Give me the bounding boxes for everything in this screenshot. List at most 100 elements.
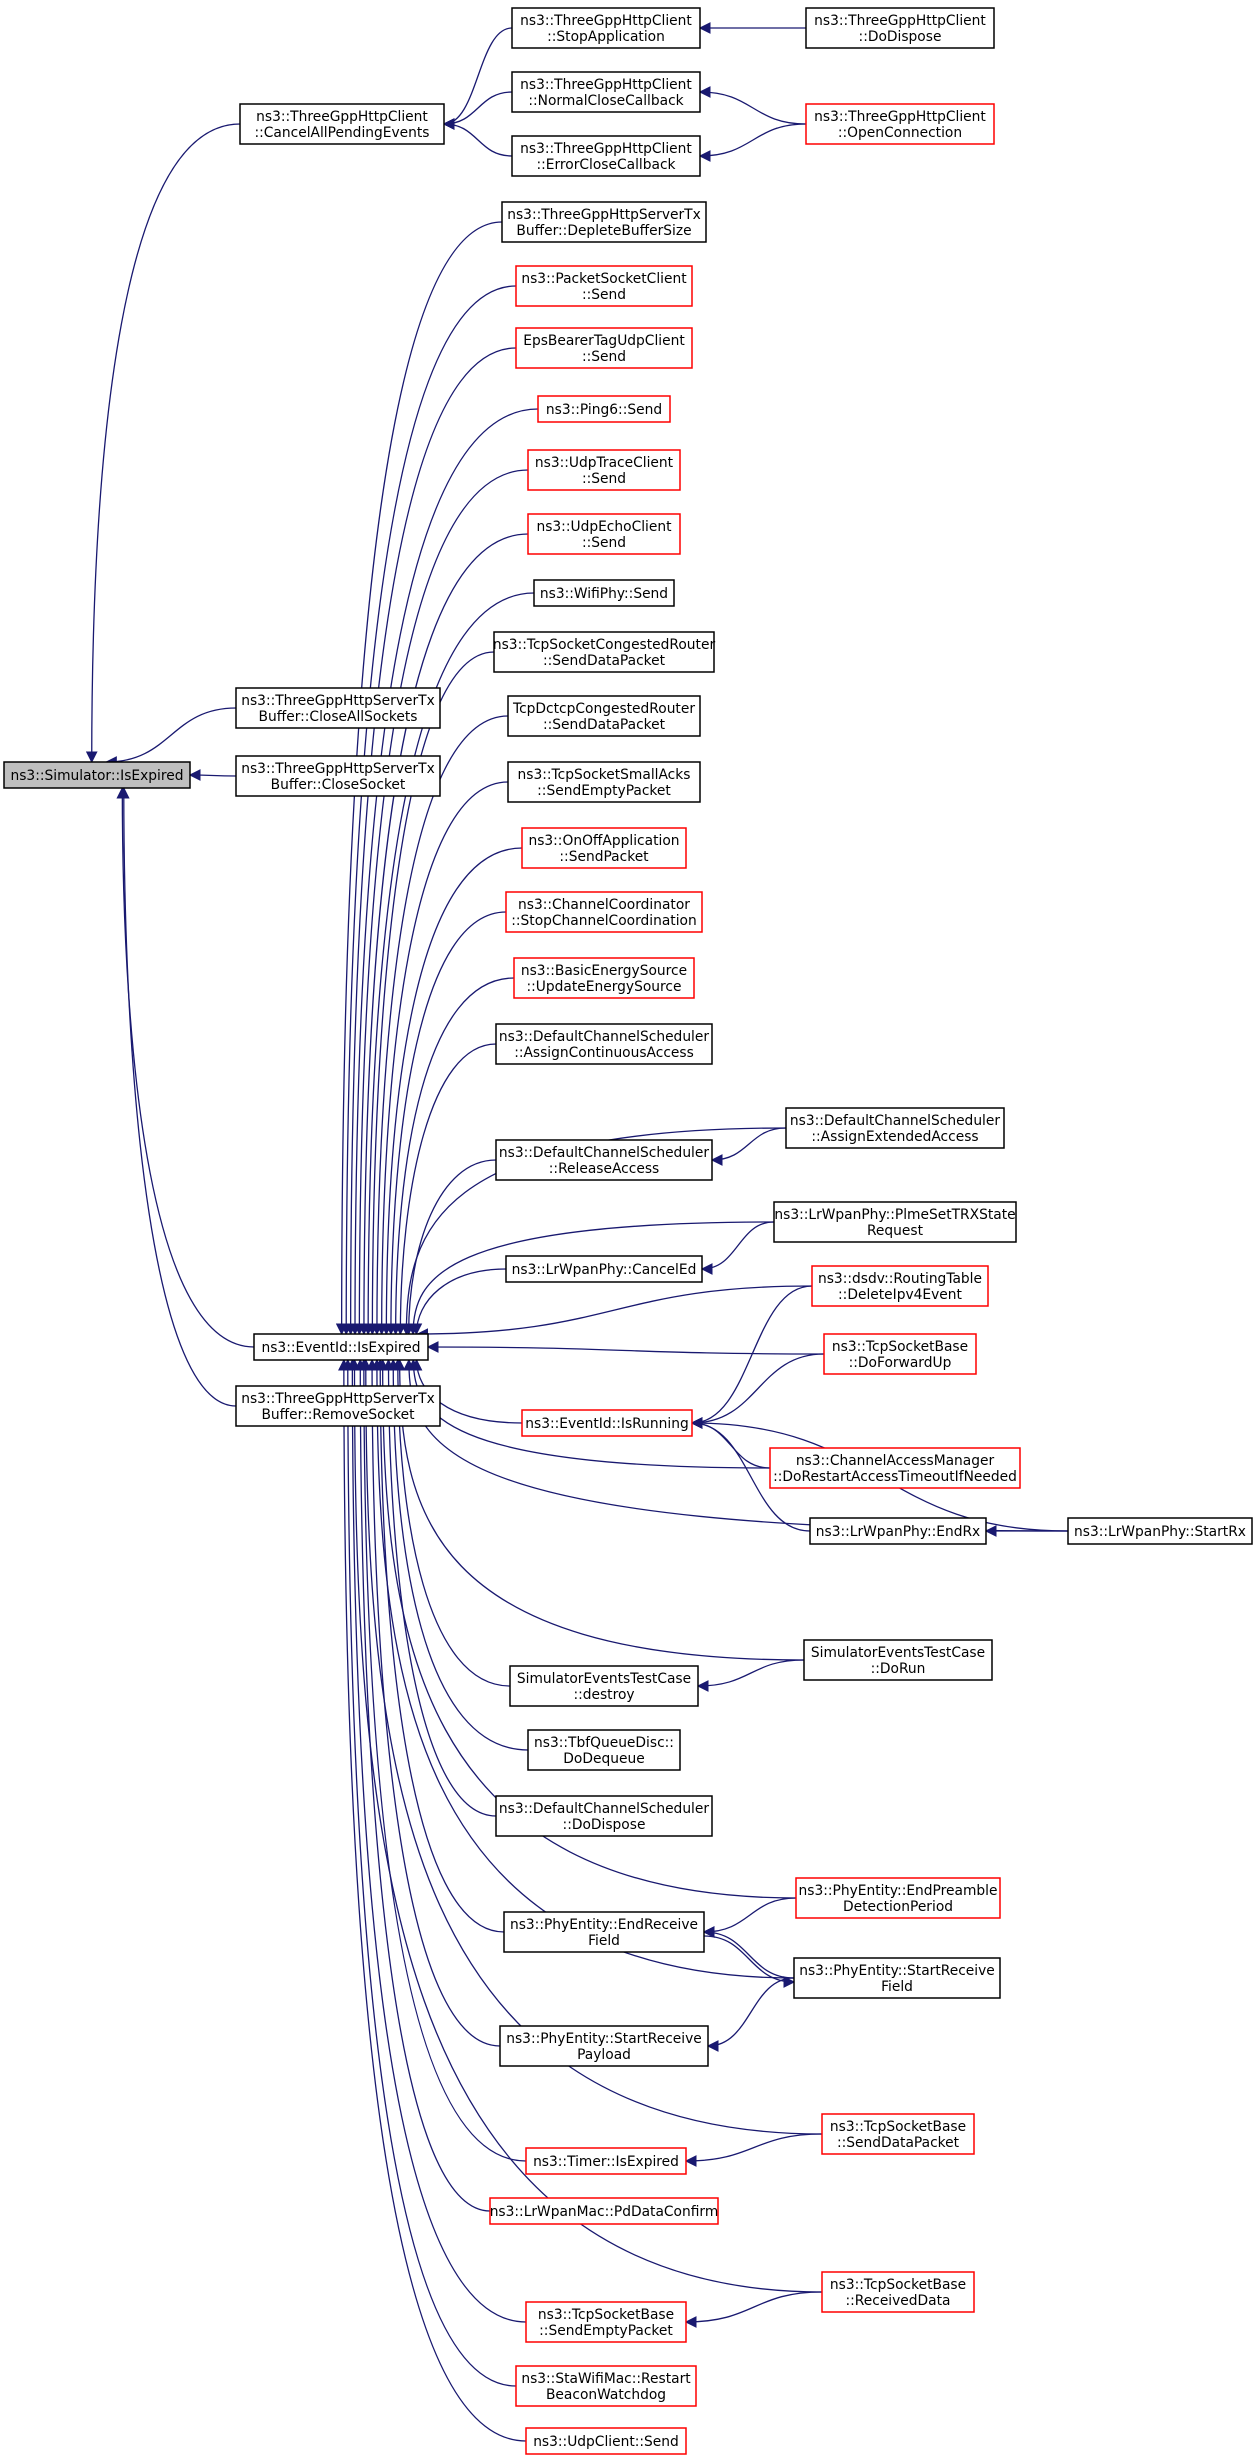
node-assignCont[interactable]: ns3::DefaultChannelScheduler::AssignCont… [495,1023,713,1065]
node-closeSocket[interactable]: ns3::ThreeGppHttpServerTxBuffer::CloseSo… [235,755,441,797]
node-stopApp[interactable]: ns3::ThreeGppHttpClient::StopApplication [511,7,701,49]
node-tcpDctcp[interactable]: TcpDctcpCongestedRouter::SendDataPacket [507,695,701,737]
node-normalClose[interactable]: ns3::ThreeGppHttpClient::NormalCloseCall… [511,71,701,113]
node-simDoRun[interactable]: SimulatorEventsTestCase::DoRun [803,1639,993,1681]
edge-dcsDispose-to-eventIdExpired [382,1358,497,1817]
node-endRx[interactable]: ns3::LrWpanPhy::EndRx [809,1517,987,1545]
node-tcpRecvData[interactable]: ns3::TcpSocketBase::ReceivedData [821,2271,975,2313]
node-label: ns3::PhyEntity::StartReceive [506,2031,702,2047]
node-dcsDispose[interactable]: ns3::DefaultChannelScheduler::DoDispose [495,1795,713,1837]
node-endPreamble[interactable]: ns3::PhyEntity::EndPreambleDetectionPeri… [795,1877,1001,1919]
node-chanCoord[interactable]: ns3::ChannelCoordinator::StopChannelCoor… [505,891,703,933]
edge-simDoRun-to-simDestroy [696,1659,805,1692]
node-label: ns3::PacketSocketClient [521,271,687,287]
edge-basicEnergy-to-eventIdExpired [389,977,515,1336]
node-basicEnergy[interactable]: ns3::BasicEnergySource::UpdateEnergySour… [513,957,695,999]
node-root[interactable]: ns3::Simulator::IsExpired [3,761,191,789]
node-assignExt[interactable]: ns3::DefaultChannelScheduler::AssignExte… [785,1107,1005,1149]
edge-startRecvPayload-to-eventIdExpired [366,1358,501,2047]
node-cancelAll[interactable]: ns3::ThreeGppHttpClient::CancelAllPendin… [239,103,445,145]
node-tcpCongested[interactable]: ns3::TcpSocketCongestedRouter::SendDataP… [493,631,716,673]
node-label: ::destroy [573,1687,634,1703]
node-isRunning[interactable]: ns3::EventId::IsRunning [521,1409,693,1437]
call-edge [340,285,517,1336]
node-label: ns3::Timer::IsExpired [533,2154,679,2170]
node-tcpSendData[interactable]: ns3::TcpSocketBase::SendDataPacket [821,2113,975,2155]
node-box [511,7,701,49]
node-tcpSmallAcks[interactable]: ns3::TcpSocketSmallAcks::SendEmptyPacket [507,761,701,803]
node-timerExpired[interactable]: ns3::Timer::IsExpired [525,2147,687,2175]
node-errorClose[interactable]: ns3::ThreeGppHttpClient::ErrorCloseCallb… [511,135,701,177]
node-label: TcpDctcpCongestedRouter [512,701,695,717]
node-pdData[interactable]: ns3::LrWpanMac::PdDataConfirm [489,2197,719,2225]
node-label: ::ReceivedData [845,2293,950,2309]
node-label: ::Send [582,349,626,365]
node-ping6[interactable]: ns3::Ping6::Send [537,395,671,423]
node-label: ns3::UdpEchoClient [536,519,672,535]
edge-stopApp-to-cancelAll [442,27,513,130]
node-doForwardUp[interactable]: ns3::TcpSocketBase::DoForwardUp [823,1333,977,1375]
node-udpClient[interactable]: ns3::UdpClient::Send [525,2427,687,2455]
node-label: ::Send [582,471,626,487]
node-eventIdExpired[interactable]: ns3::EventId::IsExpired [253,1333,429,1361]
node-label: Field [588,1933,620,1949]
node-epsBearer[interactable]: EpsBearerTagUdpClient::Send [515,327,693,369]
node-chanAccess[interactable]: ns3::ChannelAccessManager::DoRestartAcce… [769,1447,1021,1489]
node-wifiPhy[interactable]: ns3::WifiPhy::Send [533,579,675,607]
node-label: ::AssignExtendedAccess [811,1129,978,1145]
node-doDispose[interactable]: ns3::ThreeGppHttpClient::DoDispose [805,7,995,49]
node-label: ns3::ThreeGppHttpClient [520,141,692,157]
call-edge [346,1358,527,2323]
node-box [527,1729,681,1771]
node-udpEcho[interactable]: ns3::UdpEchoClient::Send [527,513,681,555]
node-dsdv[interactable]: ns3::dsdv::RoutingTable::DeleteIpv4Event [811,1265,989,1307]
node-cancelEd[interactable]: ns3::LrWpanPhy::CancelEd [505,1255,703,1283]
edge-isRunning-to-eventIdExpired [410,1358,523,1424]
node-label: SimulatorEventsTestCase [517,1671,691,1687]
node-startRx[interactable]: ns3::LrWpanPhy::StartRx [1067,1517,1253,1545]
node-openConn[interactable]: ns3::ThreeGppHttpClient::OpenConnection [805,103,995,145]
node-label: ::NormalCloseCallback [528,93,683,109]
node-pktSock[interactable]: ns3::PacketSocketClient::Send [515,265,693,307]
node-label: ::AssignContinuousAccess [514,1045,694,1061]
node-tbf[interactable]: ns3::TbfQueueDisc::DoDequeue [527,1729,681,1771]
node-onOff[interactable]: ns3::OnOffApplication::SendPacket [521,827,687,869]
call-edge [382,1358,497,1817]
edge-tcpSendData-to-timerExpired [684,2133,823,2167]
node-label: ::SendPacket [559,849,649,865]
edge-openConn-to-normalClose [698,86,807,125]
call-edge [407,1221,775,1336]
node-box [525,2301,687,2343]
call-edge [116,786,255,1348]
node-tcpSendEmpty[interactable]: ns3::TcpSocketBase::SendEmptyPacket [525,2301,687,2343]
node-releaseAccess[interactable]: ns3::DefaultChannelScheduler::ReleaseAcc… [495,1139,713,1181]
node-label: ::OpenConnection [838,125,962,141]
node-simDestroy[interactable]: SimulatorEventsTestCase::destroy [509,1665,699,1707]
node-label: ::SendDataPacket [837,2135,960,2151]
node-label: ::SendDataPacket [543,717,666,733]
node-udpTrace[interactable]: ns3::UdpTraceClient::Send [527,449,681,491]
node-closeAll[interactable]: ns3::ThreeGppHttpServerTxBuffer::CloseAl… [235,687,441,729]
call-edge [117,786,237,1407]
node-deplete[interactable]: ns3::ThreeGppHttpServerTxBuffer::Deplete… [501,201,707,243]
node-label: ns3::ThreeGppHttpClient [520,13,692,29]
call-edge [344,347,517,1336]
call-edge [684,2291,823,2328]
node-label: ns3::EventId::IsExpired [261,1340,420,1356]
node-box [809,1517,987,1545]
node-box [525,2147,687,2175]
call-edge [394,1043,497,1336]
node-removeSocket[interactable]: ns3::ThreeGppHttpServerTxBuffer::RemoveS… [235,1385,441,1427]
edge-tcpSmallAcks-to-eventIdExpired [375,781,509,1336]
node-label: ns3::TcpSocketBase [830,2277,966,2293]
edge-onOff-to-eventIdExpired [380,847,523,1336]
edge-pdData-to-eventIdExpired [354,1358,491,2212]
node-box [493,631,715,673]
call-edge [393,1358,805,1661]
